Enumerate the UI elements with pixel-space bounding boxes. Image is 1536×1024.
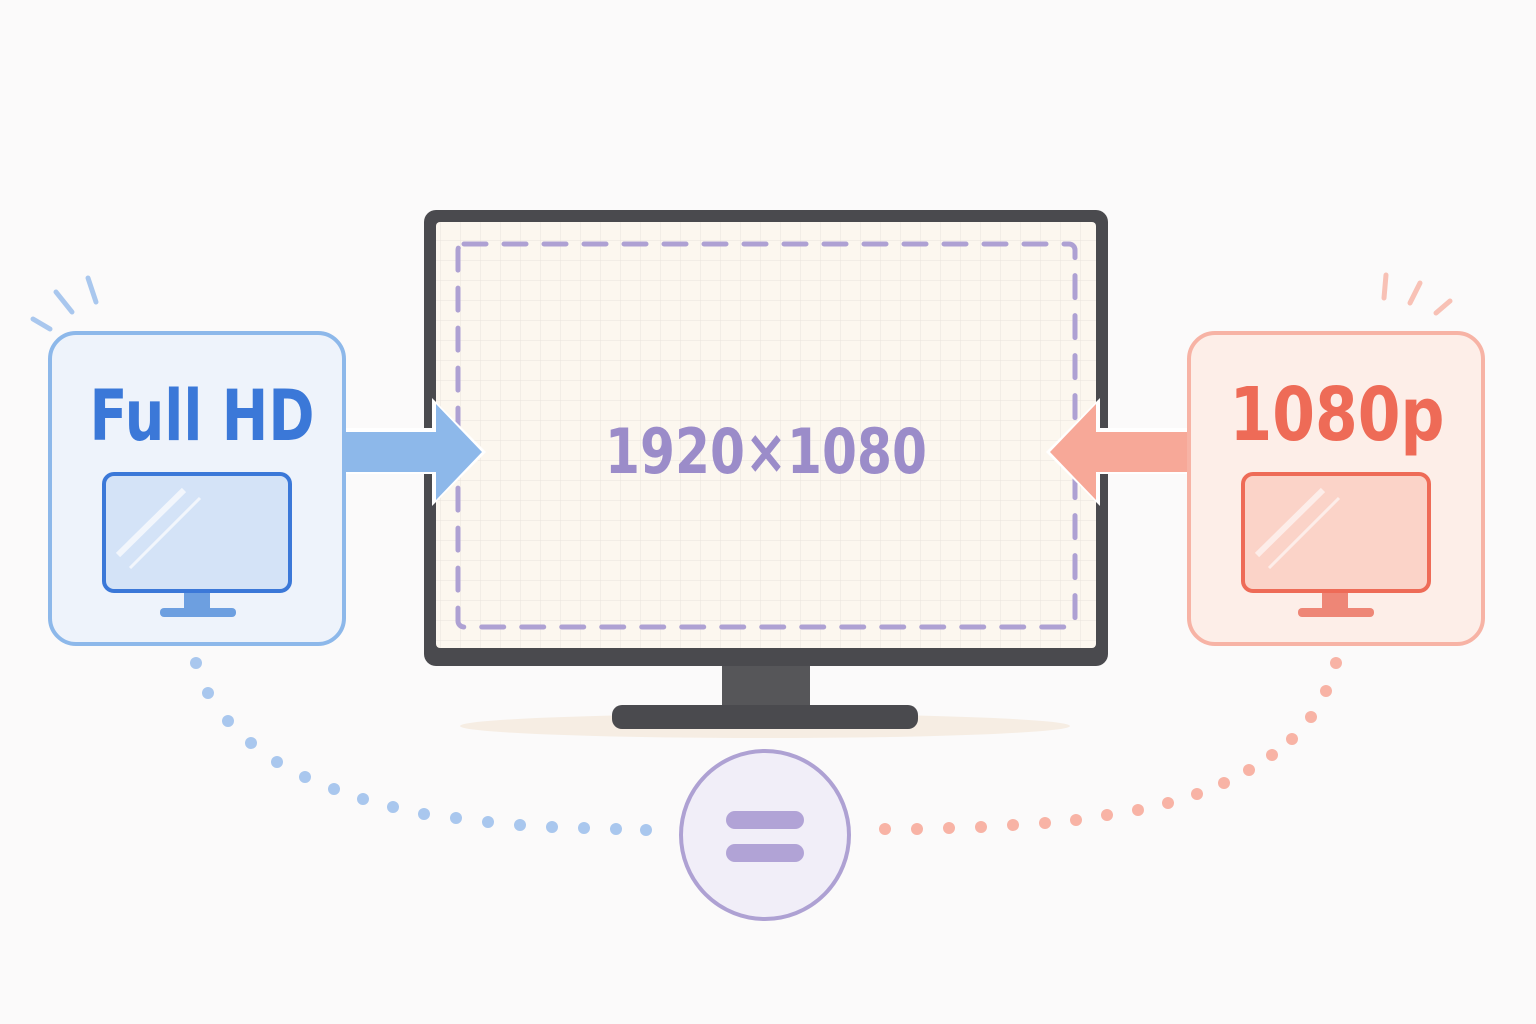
full-hd-card: Full HD	[30, 275, 346, 646]
center-monitor-icon	[424, 210, 1108, 729]
left-dotted-connector	[190, 657, 652, 836]
full-hd-monitor-icon	[102, 472, 292, 617]
right-arrow-icon	[1046, 398, 1192, 506]
1080p-label: 1080p	[1230, 372, 1445, 458]
full-hd-label: Full HD	[90, 375, 315, 457]
right-sparkle-icon	[1381, 272, 1453, 316]
left-arrow-icon	[340, 398, 486, 506]
1080p-card: 1080p	[1187, 272, 1485, 646]
left-sparkle-icon	[30, 275, 99, 332]
equals-icon	[679, 749, 851, 921]
right-dotted-connector	[879, 657, 1342, 835]
resolution-label: 1920×1080	[605, 415, 927, 488]
1080p-monitor-icon	[1241, 472, 1431, 617]
